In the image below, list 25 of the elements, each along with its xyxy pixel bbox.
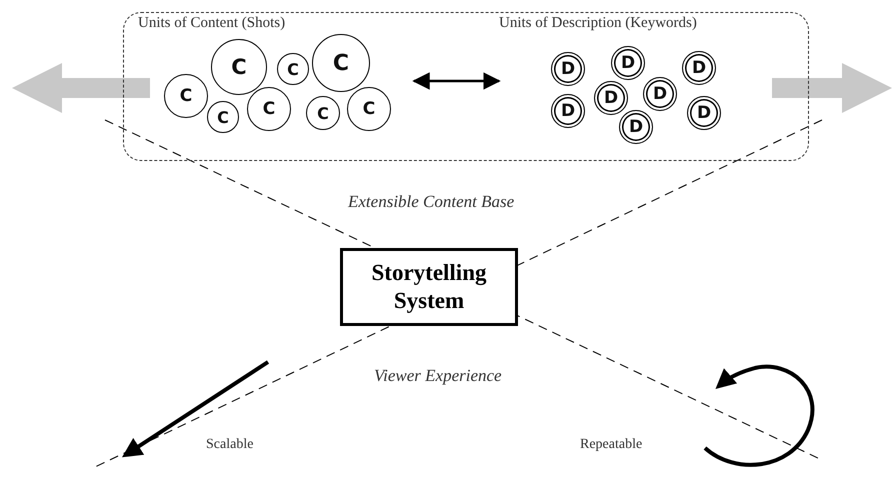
arrow-label: Repeatable <box>580 437 642 453</box>
content-circle: C <box>312 34 370 92</box>
dashed-frame <box>123 12 809 161</box>
description-circle: D <box>682 51 716 85</box>
description-circle: D <box>687 96 721 130</box>
system-box: Storytelling System <box>340 248 518 326</box>
group-heading: Units of Content (Shots) <box>138 15 286 32</box>
description-circle: D <box>551 52 585 86</box>
content-circle: C <box>277 53 309 85</box>
content-circle: C <box>211 39 267 95</box>
double-arrow <box>412 72 501 90</box>
content-circle: C <box>207 101 239 133</box>
caption-text: Extensible Content Base <box>348 192 514 212</box>
group-heading: Units of Description (Keywords) <box>499 15 697 32</box>
description-circle: D <box>643 77 677 111</box>
description-circle: D <box>551 94 585 128</box>
content-circle: C <box>164 74 208 118</box>
arrow-label: Scalable <box>206 437 254 453</box>
content-circle: C <box>306 96 340 130</box>
description-circle: D <box>611 46 645 80</box>
content-circle: C <box>347 87 391 131</box>
description-circle: D <box>619 110 653 144</box>
caption-text: Viewer Experience <box>374 366 502 386</box>
description-circle: D <box>594 81 628 115</box>
content-circle: C <box>247 87 291 131</box>
